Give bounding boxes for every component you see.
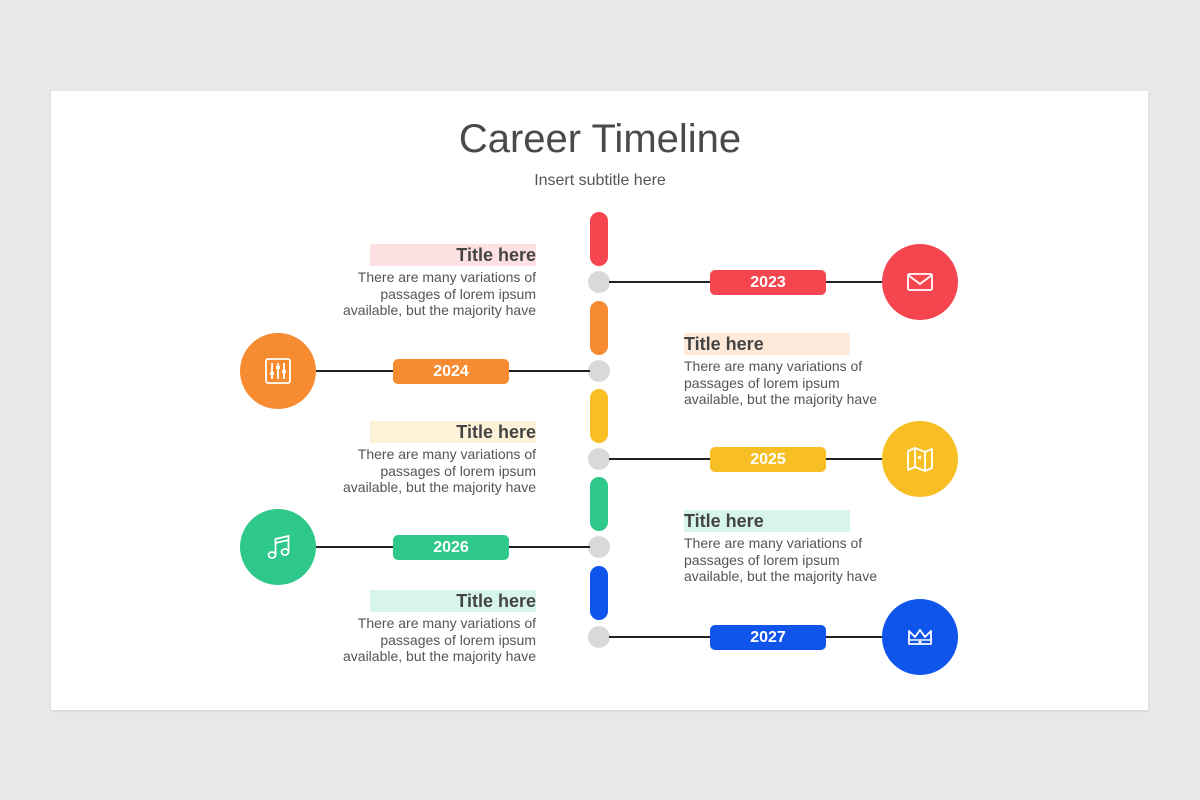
timeline-node (588, 271, 610, 293)
year-badge: 2027 (710, 625, 826, 650)
title-highlight (370, 590, 536, 612)
title-highlight (370, 421, 536, 443)
milestone-title: Title here (684, 511, 764, 531)
icon-circle (240, 333, 316, 409)
year-badge: 2023 (710, 270, 826, 295)
milestone-title: Title here (456, 591, 536, 611)
timeline-node (588, 536, 610, 558)
icon-circle (882, 244, 958, 320)
timeline-segment (590, 477, 608, 531)
music-note-icon (267, 534, 290, 559)
milestone-description: There are many variations of passages of… (684, 535, 877, 584)
slide-title: Career Timeline (458, 117, 742, 161)
title-highlight (684, 510, 850, 532)
timeline-segment (590, 301, 608, 355)
milestone-text-block: Title here There are many variations of … (336, 590, 536, 665)
timeline-node (588, 360, 610, 382)
title-highlight (684, 333, 850, 355)
slide-subtitle: Insert subtitle here (534, 172, 666, 189)
icon-circle (882, 421, 958, 497)
title-highlight (370, 244, 536, 266)
icon-circle (882, 599, 958, 675)
crown-icon (908, 629, 932, 645)
timeline-node (588, 626, 610, 648)
timeline-segment (590, 212, 608, 266)
milestone-text-block: Title here There are many variations of … (336, 421, 536, 496)
milestone-description: There are many variations of passages of… (343, 615, 536, 664)
year-badge: 2026 (393, 535, 509, 560)
milestone-title: Title here (684, 334, 764, 354)
milestone-text-block: Title here There are many variations of … (684, 510, 884, 585)
icon-circle (240, 509, 316, 585)
milestone-title: Title here (456, 422, 536, 442)
milestone-description: There are many variations of passages of… (343, 269, 536, 318)
milestone-text-block: Title here There are many variations of … (684, 333, 884, 408)
milestone-text-block: Title here There are many variations of … (336, 244, 536, 319)
milestone-description: There are many variations of passages of… (684, 358, 877, 407)
milestone-title: Title here (456, 245, 536, 265)
milestone-description: There are many variations of passages of… (343, 446, 536, 495)
timeline-segment (590, 566, 608, 620)
envelope-icon (907, 273, 933, 291)
year-badge: 2025 (710, 447, 826, 472)
timeline-node (588, 448, 610, 470)
year-badge: 2024 (393, 359, 509, 384)
map-icon (907, 447, 933, 472)
timeline-segment (590, 389, 608, 443)
equalizer-icon (265, 358, 291, 384)
